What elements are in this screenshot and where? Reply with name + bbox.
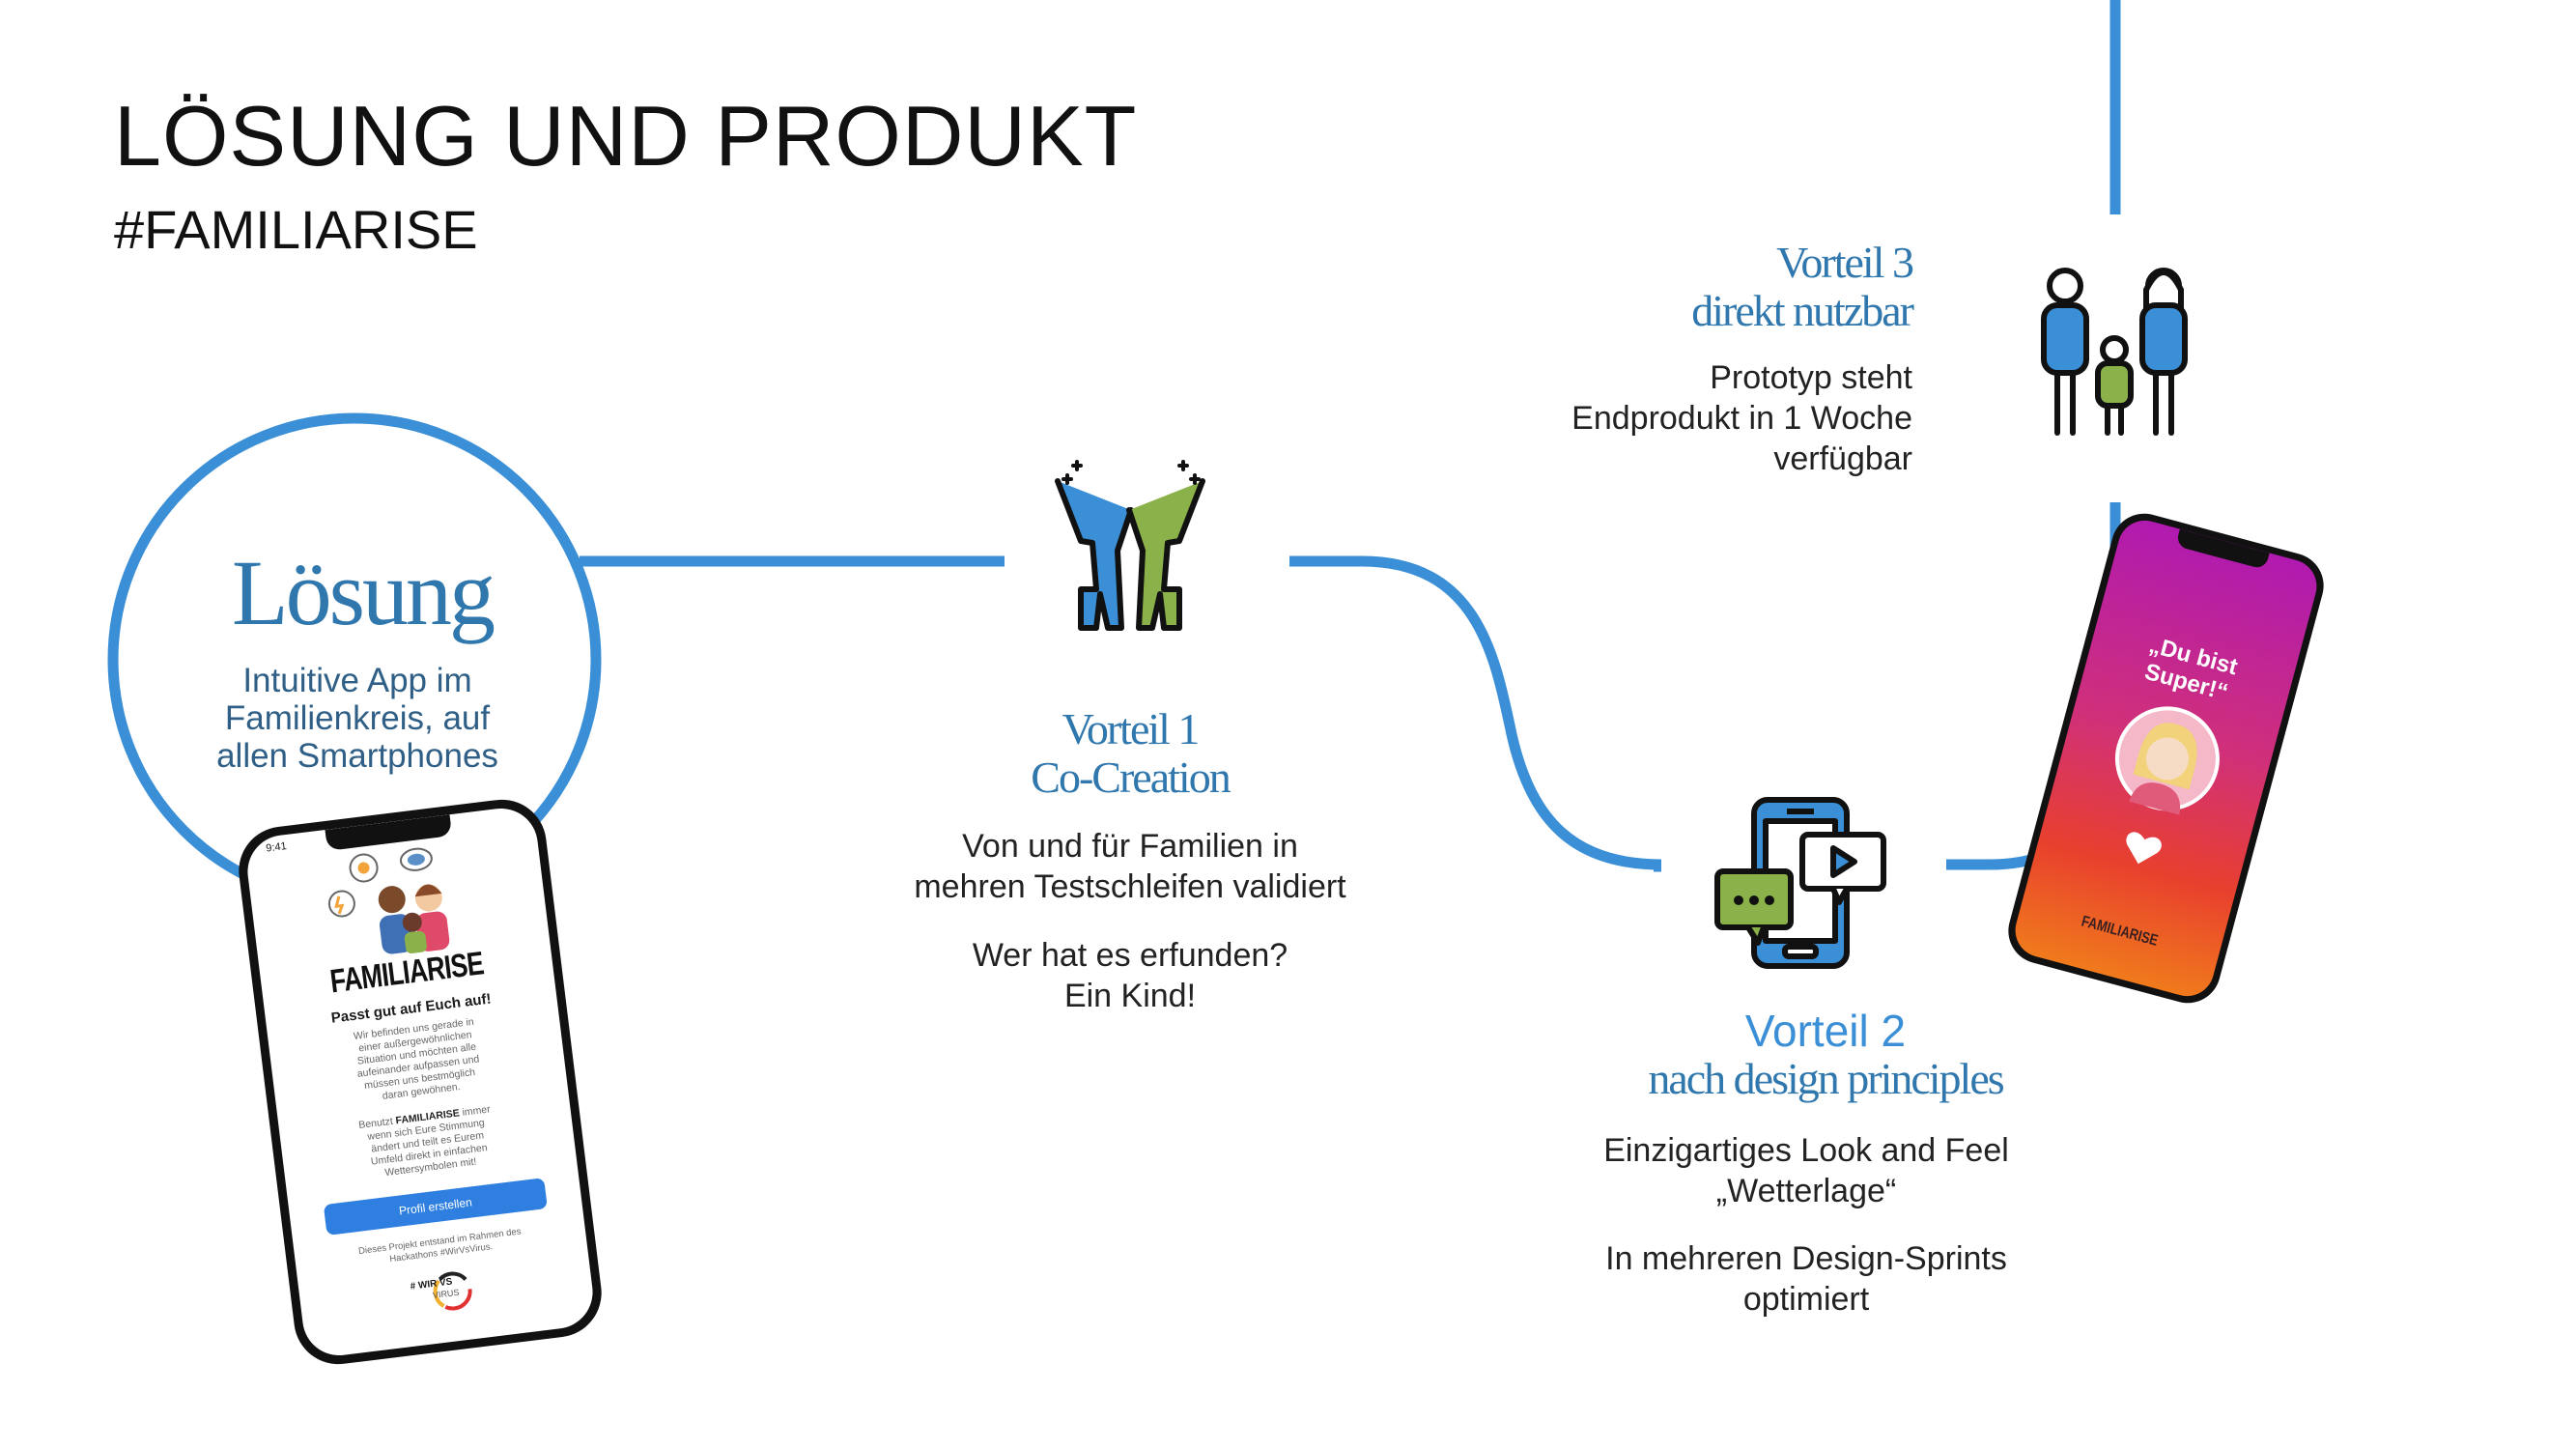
avatar-icon [2114,706,2220,815]
devices-chat-icon [1714,797,1886,969]
benefit3-text: Prototyp steht Endprodukt in 1 Woche ver… [1468,357,1912,479]
solution-text-line: Familienkreis, auf [224,699,491,737]
benefit1-heading: Vorteil 1 [1062,704,1201,753]
logo-ring-icon [433,1271,472,1311]
page-subtitle: #FAMILIARISE [114,199,478,260]
solution-text-line: Intuitive App im [242,662,472,699]
benefit3-heading: Vorteil 3 [1776,238,1914,287]
phone-right-message: „Du bist Super!“ [2084,617,2295,723]
solution-text-line: allen Smartphones [216,737,498,775]
text-line: Einzigartiges Look and Feel [1603,1132,2009,1169]
benefit2-text-2: In mehreren Design-Sprints optimiert [1526,1238,2086,1320]
text-line: mehren Testschleifen validiert [914,868,1346,905]
solution-text: Intuitive App im Familienkreis, auf alle… [164,662,551,775]
family-weather-illustration [327,847,450,954]
heart-icon [2126,832,2162,865]
phone-time: 9:41 [265,840,288,855]
text-line: „Wetterlage“ [1715,1173,1897,1209]
text-line: Prototyp steht [1710,359,1912,396]
benefit1-text-2: Wer hat es erfunden? Ein Kind! [850,935,1410,1016]
family-icon [2041,268,2188,436]
text-line: optimiert [1742,1281,1870,1318]
phone-right-frame: „Du bist Super!“ FAMILIARISE [2000,506,2332,1010]
friends-cheering-icon [1055,460,1205,631]
wirvsvirus-logo: # WIR VS VIRUS [399,1263,491,1321]
benefit1-subheading: Co-Creation [1031,753,1231,802]
page-title: LÖSUNG UND PRODUKT [114,88,1138,184]
phone-right-brand: FAMILIARISE [2080,913,2160,950]
text-line: verfügbar [1773,440,1912,477]
phone-left: 9:41 FAMILIARISE Passt gut auf Euch auf!… [234,794,607,1370]
text-line: Von und für Familien in [962,828,1298,865]
solution-heading: Lösung [232,541,495,644]
benefit1-text: Von und für Familien in mehren Testschle… [850,826,1410,907]
benefit2-heading: Vorteil 2 [1744,1006,1907,1056]
text-line: Endprodukt in 1 Woche [1571,400,1912,437]
text-line: In mehreren Design-Sprints [1605,1240,2007,1277]
benefit3-subheading: direkt nutzbar [1691,286,1914,335]
benefit2-subheading: nach design principles [1648,1054,2004,1103]
text-line: Ein Kind! [1063,978,1197,1014]
text-suffix: immer [458,1103,492,1120]
phone-left-screen: 9:41 FAMILIARISE Passt gut auf Euch auf!… [243,804,597,1360]
text-line: Wer hat es erfunden? [972,937,1288,974]
phone-left-frame: 9:41 FAMILIARISE Passt gut auf Euch auf!… [234,794,607,1370]
phone-right-screen: „Du bist Super!“ FAMILIARISE [2009,514,2323,1003]
benefit2-text: Einzigartiges Look and Feel „Wetterlage“ [1526,1130,2086,1211]
phone-right: „Du bist Super!“ FAMILIARISE [2000,506,2332,1010]
